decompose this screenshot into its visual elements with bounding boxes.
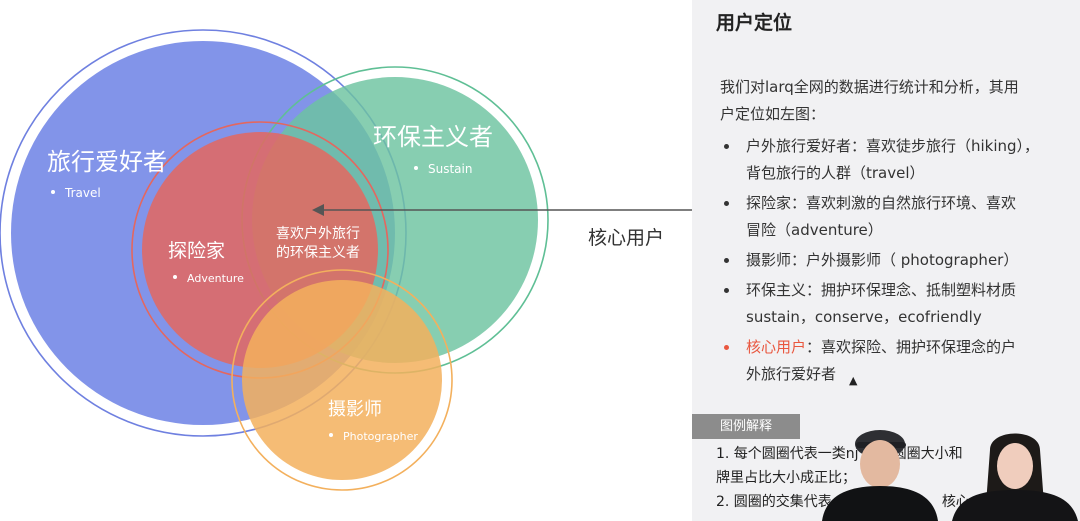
item-line-1: 核心用户：喜欢探险、拥护环保理念的户	[746, 334, 1060, 361]
photographer-subtitle: Photographer	[343, 430, 418, 443]
item-line-2: 背包旅行的人群（travel）	[746, 164, 925, 182]
item-line-1: 户外旅行爱好者：喜欢徒步旅行（hiking），	[746, 137, 1040, 155]
core-arrow-head	[312, 204, 324, 216]
core-label-line2: 的环保主义者	[276, 245, 360, 261]
bullet-icon	[724, 258, 729, 263]
list-item-core: 核心用户：喜欢探险、拥护环保理念的户 外旅行爱好者	[720, 334, 1060, 388]
core-label-line1: 喜欢户外旅行	[276, 225, 360, 242]
core-highlight: 核心用户	[746, 338, 807, 356]
item-line-1: 探险家：喜欢刺激的自然旅行环境、喜欢	[746, 194, 1017, 212]
legend-line-3: 2. 圆圈的交集代表核心	[716, 494, 970, 510]
travel-title: 旅行爱好者	[47, 148, 167, 176]
bullet-icon	[724, 288, 729, 293]
venn-area: 旅行爱好者 Travel 环保主义者 Sustain 探险家 Adventure…	[0, 29, 692, 491]
sustain-subtitle: Sustain	[428, 162, 472, 176]
presenter-video	[812, 420, 1080, 521]
item-line-2: 冒险（adventure）	[746, 221, 883, 239]
core-rest: ：喜欢探险、拥护环保理念的户	[806, 338, 1017, 356]
sustain-title: 环保主义者	[373, 123, 493, 151]
photographer-bullet	[329, 433, 333, 437]
intro-line-1: 我们对larq全网的数据进行统计和分析，其用	[720, 78, 1019, 96]
list-item: 摄影师：户外摄影师（ photographer）	[720, 247, 1060, 274]
intro-line-2: 户定位如左图：	[720, 105, 826, 123]
item-line-2: 外旅行爱好者	[746, 365, 837, 383]
photographer-title: 摄影师	[328, 399, 382, 420]
adventure-bullet	[173, 275, 177, 279]
cursor-icon: ▲	[849, 374, 858, 387]
presenter-illustration	[822, 430, 1078, 521]
adventure-subtitle: Adventure	[187, 272, 244, 285]
list-item: 探险家：喜欢刺激的自然旅行环境、喜欢 冒险（adventure）	[720, 190, 1060, 244]
adventure-title: 探险家	[168, 240, 225, 262]
core-user-label: 核心用户	[588, 227, 665, 249]
travel-subtitle: Travel	[64, 186, 101, 200]
item-line-1: 环保主义：拥护环保理念、抵制塑料材质	[746, 281, 1017, 299]
bullet-icon	[724, 345, 729, 350]
venn-diagram: 旅行爱好者 Travel 环保主义者 Sustain 探险家 Adventure…	[0, 29, 692, 491]
bullet-icon	[724, 144, 729, 149]
sustain-bullet	[414, 166, 418, 170]
list-item: 环保主义：拥护环保理念、抵制塑料材质 sustain，conserve，ecof…	[720, 277, 1060, 331]
bullet-icon	[724, 201, 729, 206]
legend-line-2: 牌里占比大小成正比；	[716, 470, 856, 486]
legend-tag: 图例解释	[692, 414, 800, 439]
intro-text: 我们对larq全网的数据进行统计和分析，其用 户定位如左图：	[720, 74, 1052, 128]
persona-list: 户外旅行爱好者：喜欢徒步旅行（hiking）， 背包旅行的人群（travel） …	[720, 133, 1060, 391]
item-line-1: 摄影师：户外摄影师（ photographer）	[746, 251, 1019, 269]
photographer-circle-outline	[231, 269, 453, 491]
item-line-2: sustain，conserve，ecofriendly	[746, 308, 982, 326]
photographer-circle	[242, 280, 442, 480]
panel-title: 用户定位	[716, 12, 793, 34]
list-item: 户外旅行爱好者：喜欢徒步旅行（hiking）， 背包旅行的人群（travel）	[720, 133, 1060, 187]
travel-bullet	[51, 190, 55, 194]
